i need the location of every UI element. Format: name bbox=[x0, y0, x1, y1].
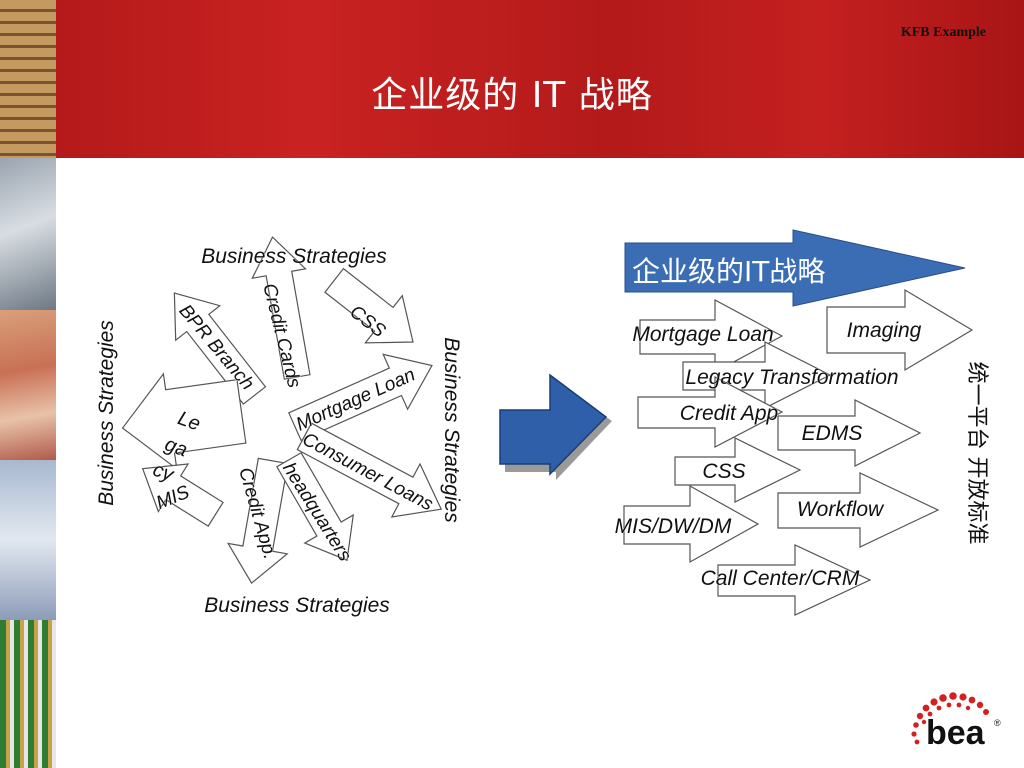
logo-registered: ® bbox=[994, 718, 1001, 728]
label-credit-app-right: Credit App bbox=[680, 402, 778, 425]
left-arrows bbox=[121, 236, 443, 584]
arrow-css-right bbox=[674, 437, 802, 503]
arrow-credit-cards bbox=[251, 236, 311, 380]
frame-label-bottom: Business Strategies bbox=[204, 594, 390, 617]
arrow-imaging bbox=[826, 288, 974, 372]
arrow-legacy bbox=[121, 372, 247, 471]
label-edms: EDMS bbox=[802, 422, 863, 445]
page-title: 企业级的 IT 战略 bbox=[371, 75, 653, 116]
label-mortgage-loan-right: Mortgage Loan bbox=[632, 323, 773, 346]
photo-library bbox=[0, 0, 56, 158]
arrow-credit-app bbox=[226, 457, 289, 584]
bea-logo-graphic: bea ® bbox=[911, 692, 1001, 752]
banner-arrow bbox=[624, 229, 966, 307]
label-mis-dw-dm: MIS/DW/DM bbox=[615, 515, 732, 538]
arrow-workflow bbox=[777, 472, 940, 548]
header-banner bbox=[0, 0, 1024, 158]
frame-label-top: Business Strategies bbox=[201, 245, 387, 268]
arrow-css bbox=[324, 267, 414, 344]
bea-logo: bea ® bbox=[900, 686, 1010, 756]
arrow-headquarters bbox=[276, 451, 355, 562]
logo-text: bea bbox=[926, 714, 986, 752]
arrow-edms bbox=[777, 399, 922, 467]
label-legacy-transformation: Legacy Transformation bbox=[685, 366, 898, 389]
middle-arrow bbox=[499, 373, 608, 476]
arrow-mis-dw-dm bbox=[623, 484, 760, 564]
arrow-call-center-crm bbox=[717, 544, 872, 616]
photo-atm bbox=[0, 158, 56, 310]
arrow-consumer-loans bbox=[296, 422, 443, 518]
label-mortgage-loan-left: Mortgage Loan bbox=[293, 364, 418, 435]
label-css-right: CSS bbox=[702, 460, 745, 483]
label-bpr-branch: BPR Branch bbox=[175, 301, 258, 395]
label-imaging: Imaging bbox=[847, 319, 922, 342]
frame-label-right: Business Strategies bbox=[440, 337, 463, 523]
arrow-bpr-branch bbox=[173, 292, 267, 405]
arrow-credit-app-right bbox=[637, 376, 784, 448]
arrow-legacy-transformation bbox=[682, 341, 832, 409]
photo-hands bbox=[0, 310, 56, 460]
photo-office bbox=[0, 460, 56, 620]
label-call-center-crm: Call Center/CRM bbox=[701, 567, 860, 590]
right-arrows bbox=[623, 288, 974, 616]
corner-label: KFB Example bbox=[900, 25, 986, 40]
arrow-mis bbox=[141, 463, 224, 527]
photo-lab bbox=[0, 620, 56, 768]
banner-label: 企业级的IT战略 bbox=[632, 255, 825, 288]
vertical-slogan: 统一平台 开放标准 bbox=[964, 362, 989, 545]
frame-label-left: Business Strategies bbox=[95, 320, 118, 506]
photo-strip bbox=[0, 0, 56, 768]
arrow-mortgage-loan-right bbox=[639, 298, 784, 374]
logo-dots bbox=[911, 692, 989, 745]
label-workflow: Workflow bbox=[797, 498, 885, 521]
